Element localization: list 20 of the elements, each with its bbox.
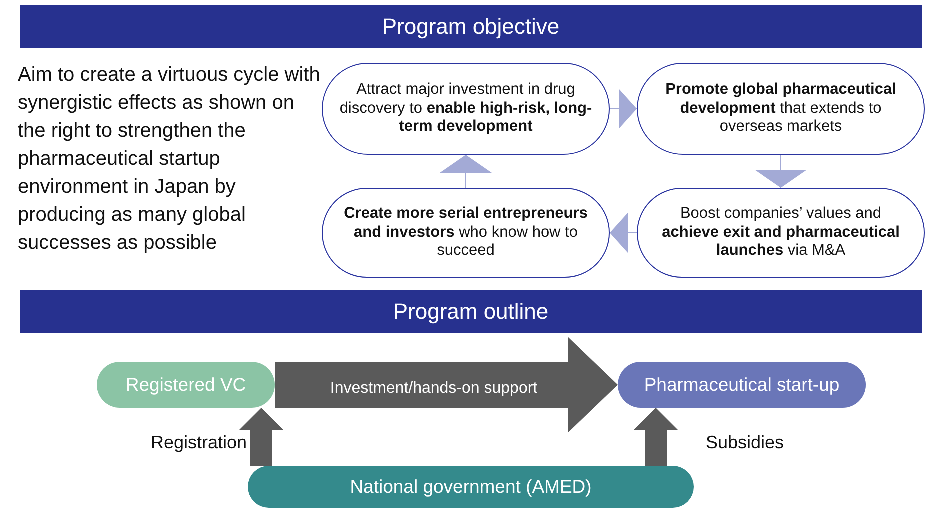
chevron-arrow (440, 154, 492, 188)
entity-pill: Pharmaceutical start-up (618, 362, 866, 408)
entity-pill: Registered VC (97, 362, 275, 408)
cycle-step: Create more serial entrepreneurs and investors who know how to succeed (322, 188, 610, 278)
edge-label: Registration (150, 432, 248, 454)
block-arrow (275, 337, 618, 433)
edge-label: Subsidies (706, 432, 784, 454)
chevron-arrow (610, 213, 638, 253)
block-arrow (634, 408, 678, 466)
block-arrow (240, 408, 284, 466)
chevron-arrow (610, 89, 638, 129)
cycle-step: Promote global pharmaceutical development that extends to overseas markets (637, 63, 925, 155)
cycle-step: Boost companies’ values and achieve exit and pharmaceutical launches via M&A (637, 188, 925, 278)
objective-text: Aim to create a virtuous cycle with synergistic effects as shown on the right to strengthen the pharmaceutical startup environment in Japan by producing as many global successes as possible (18, 63, 322, 256)
entity-pill: National government (AMED) (248, 466, 694, 508)
edge-label: Investment/hands-on support (330, 380, 538, 398)
chevron-arrow (755, 154, 807, 188)
cycle-step: Attract major investment in drug discovery to enable high-risk, long-term development (322, 63, 610, 155)
section-header: Program objective (20, 5, 922, 48)
section-header: Program outline (20, 290, 922, 333)
